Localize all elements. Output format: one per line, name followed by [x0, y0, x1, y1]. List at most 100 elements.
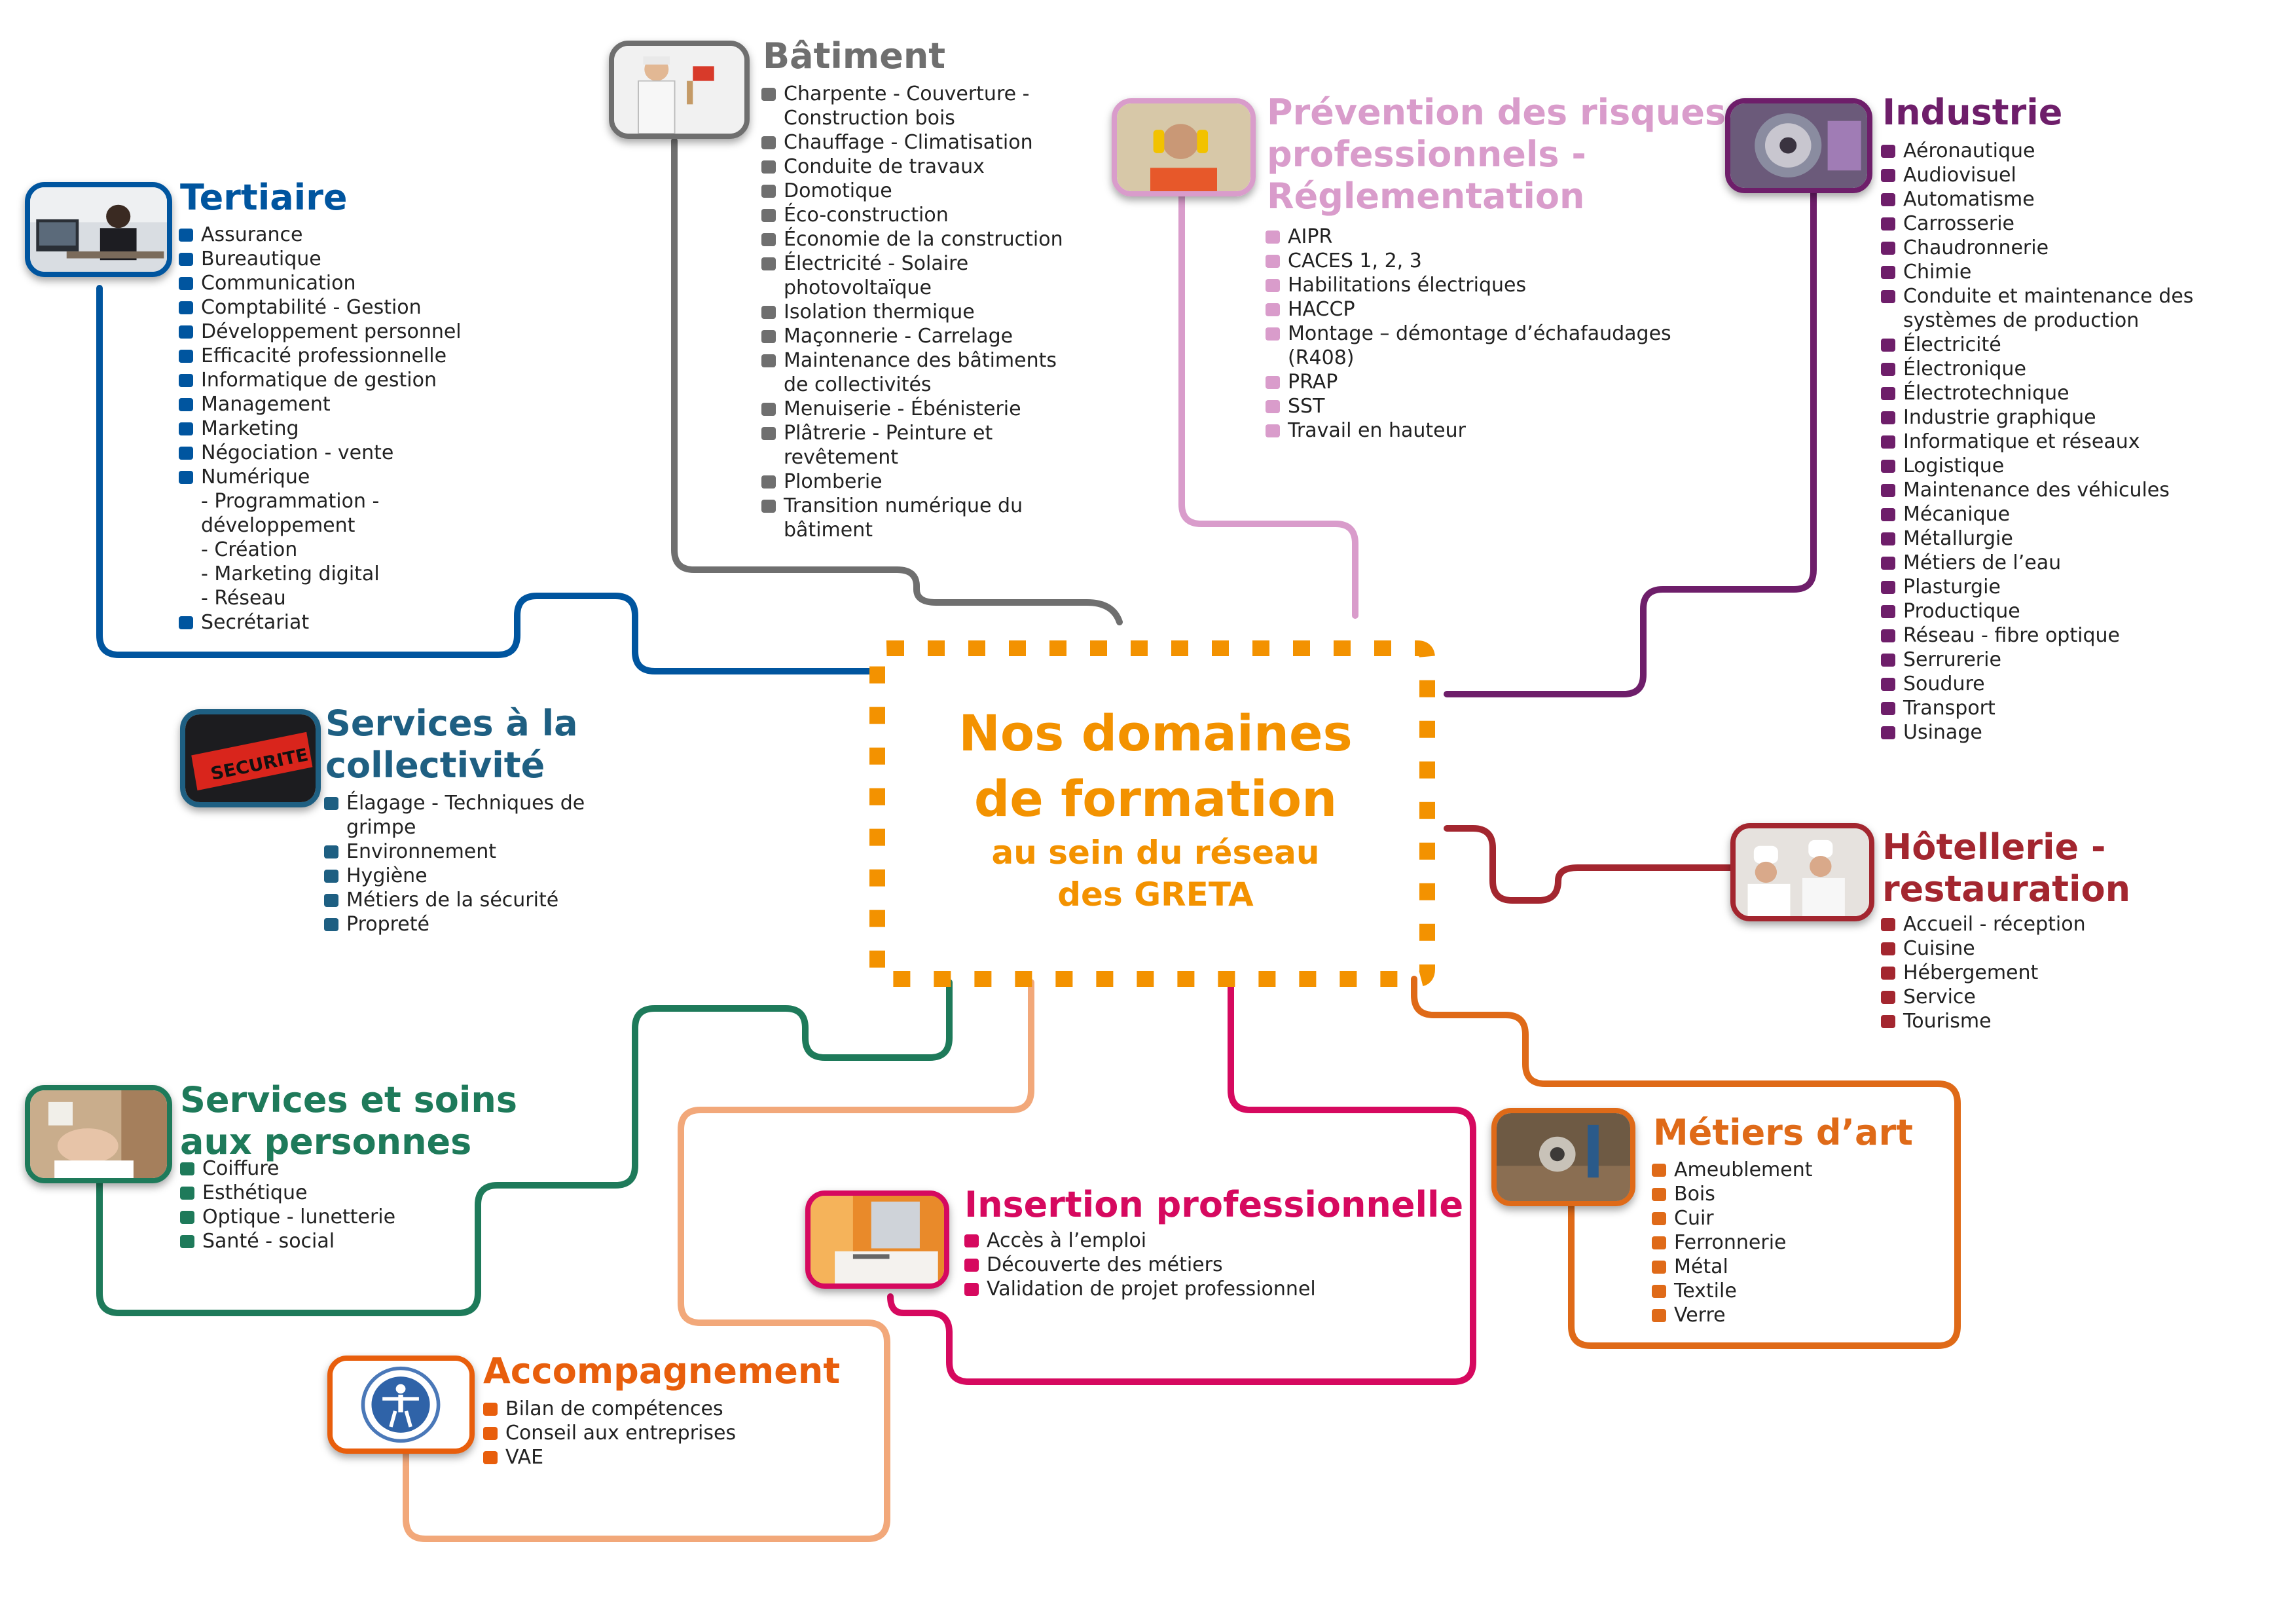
list-item: Carrosserie: [1881, 212, 2193, 236]
tertiaire-list: Assurance Bureautique Communication Comp…: [179, 223, 462, 635]
worker-with-ear-protection-photo: [1112, 98, 1256, 196]
list-item: Comptabilité - Gestion: [179, 295, 462, 320]
list-item: Réseau - fibre optique: [1881, 623, 2193, 648]
list-item: VAE: [483, 1445, 736, 1469]
services-soins-list: Coiffure Esthétique Optique - lunetterie…: [180, 1156, 395, 1253]
connector-industrie: [1444, 183, 1817, 697]
list-item: Aéronautique: [1881, 139, 2193, 163]
insertion-list: Accès à l’emploi Découverte des métiers …: [964, 1228, 1316, 1301]
list-item: Travail en hauteur: [1266, 418, 1671, 443]
list-item: Serrurerie: [1881, 648, 2193, 672]
list-item: Informatique et réseaux: [1881, 430, 2193, 454]
list-item: bâtiment: [784, 519, 873, 542]
list-item: Marketing: [179, 416, 462, 441]
list-item: Bois: [1652, 1182, 1813, 1206]
list-item: - Marketing digital: [201, 563, 380, 585]
list-item: revêtement: [784, 446, 899, 469]
list-item: Service: [1881, 985, 2086, 1009]
list-item: - Programmation -: [201, 490, 380, 513]
list-item: Management: [179, 392, 462, 416]
list-item: Montage – démontage d’échafaudages: [1266, 322, 1671, 346]
list-item: Santé - social: [180, 1229, 395, 1253]
painter-photo: [609, 41, 750, 139]
craftsman-photo: [1491, 1108, 1635, 1206]
list-item: Isolation thermique: [761, 300, 1063, 324]
industrie-title: Industrie: [1882, 92, 2063, 133]
human-figure-circle-icon: [327, 1356, 475, 1454]
list-item: Mécanique: [1881, 502, 2193, 526]
list-item: Hébergement: [1881, 961, 2086, 985]
list-item: CACES 1, 2, 3: [1266, 249, 1671, 273]
writing-desk-photo: [805, 1190, 949, 1289]
list-item: Chaudronnerie: [1881, 236, 2193, 260]
list-item: Domotique: [761, 179, 1063, 203]
list-item: Chimie: [1881, 260, 2193, 284]
services-collectivite-list: Élagage - Techniques de grimpe Environne…: [324, 791, 585, 936]
list-item: Construction bois: [784, 107, 955, 130]
chefs-photo: [1730, 823, 1874, 921]
list-item: Communication: [179, 271, 462, 295]
list-item: Optique - lunetterie: [180, 1205, 395, 1229]
list-item: grimpe: [346, 816, 416, 839]
list-item: Électricité - Solaire: [761, 251, 1063, 276]
list-item: Métallurgie: [1881, 526, 2193, 551]
list-item: Découverte des métiers: [964, 1253, 1316, 1277]
office-worker-photo: [25, 182, 172, 277]
list-item: Cuisine: [1881, 936, 2086, 961]
list-item: Ameublement: [1652, 1158, 1813, 1182]
list-item: développement: [201, 514, 355, 537]
list-item: Transport: [1881, 696, 2193, 720]
list-item: - Création: [201, 538, 298, 561]
connector-insertion: [887, 979, 1476, 1385]
list-item: Efficacité professionnelle: [179, 344, 462, 368]
list-item: Ferronnerie: [1652, 1230, 1813, 1255]
list-item: Audiovisuel: [1881, 163, 2193, 187]
list-item: Tourisme: [1881, 1009, 2086, 1033]
list-item: Maçonnerie - Carrelage: [761, 324, 1063, 348]
list-item: AIPR: [1266, 225, 1671, 249]
list-item: Conseil aux entreprises: [483, 1421, 736, 1445]
hotellerie-title: Hôtellerie - restauration: [1882, 826, 2131, 910]
list-item: Validation de projet professionnel: [964, 1277, 1316, 1301]
batiment-title: Bâtiment: [763, 35, 946, 77]
list-item: Négociation - vente: [179, 441, 462, 465]
list-item: Élagage - Techniques de: [324, 791, 585, 815]
connector-tertiaire: [96, 285, 881, 674]
list-item: Métiers de la sécurité: [324, 888, 585, 912]
beauty-care-photo: [25, 1085, 172, 1183]
list-item: Secrétariat: [179, 610, 462, 635]
list-item: Environnement: [324, 840, 585, 864]
prevention-list: AIPR CACES 1, 2, 3 Habilitations électri…: [1266, 225, 1671, 443]
list-item: Menuiserie - Ébénisterie: [761, 397, 1063, 421]
list-item: Usinage: [1881, 720, 2193, 745]
list-item: Éco-construction: [761, 203, 1063, 227]
list-item: Soudure: [1881, 672, 2193, 696]
list-item: Accès à l’emploi: [964, 1228, 1316, 1253]
list-item: systèmes de production: [1903, 309, 2140, 332]
list-item: Logistique: [1881, 454, 2193, 478]
list-item: Industrie graphique: [1881, 405, 2193, 430]
list-item: Accueil - réception: [1881, 912, 2086, 936]
list-item: Bureautique: [179, 247, 462, 271]
connector-prevention: [1178, 193, 1358, 619]
list-item: Cuir: [1652, 1206, 1813, 1230]
list-item: Propreté: [324, 912, 585, 936]
prevention-title: Prévention des risques professionnels - …: [1267, 92, 1726, 217]
list-item: (R408): [1288, 346, 1355, 369]
list-item: Électricité: [1881, 333, 2193, 357]
list-item: Coiffure: [180, 1156, 395, 1181]
list-item: HACCP: [1266, 297, 1671, 322]
list-item: Productique: [1881, 599, 2193, 623]
connector-batiment: [671, 138, 1123, 625]
list-item: Automatisme: [1881, 187, 2193, 212]
accompagnement-title: Accompagnement: [483, 1350, 841, 1392]
list-item: Électronique: [1881, 357, 2193, 381]
tertiaire-title: Tertiaire: [180, 177, 348, 218]
connector-hotellerie: [1444, 825, 1738, 904]
list-item: Maintenance des véhicules: [1881, 478, 2193, 502]
list-item: Verre: [1652, 1303, 1813, 1327]
list-item: Métal: [1652, 1255, 1813, 1279]
